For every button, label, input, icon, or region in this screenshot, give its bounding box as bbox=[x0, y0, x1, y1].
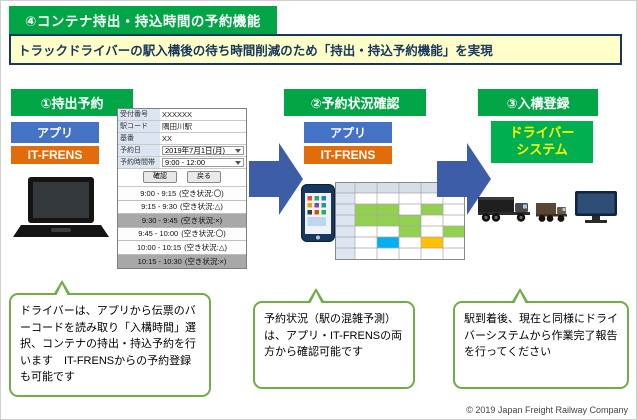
field-label: 受付番号 bbox=[118, 109, 160, 120]
note-step2: 予約状況（駅の混雑予測）は、アプリ・IT-FRENSの両方から確認可能です bbox=[253, 288, 415, 389]
slot-time: 9:30 - 9:45 bbox=[141, 215, 178, 225]
field-label: 駅コード bbox=[118, 121, 160, 132]
time-slot-row[interactable]: 9:15 - 9:30 (空き状況:△) bbox=[118, 200, 246, 214]
note-step3: 駅到着後、現在と同様にドライバーシステムから作業完了報告を行ってください bbox=[453, 288, 629, 389]
slot-time: 10:00 - 10:15 bbox=[136, 242, 182, 252]
laptop-icon bbox=[13, 177, 109, 241]
dropdown-arrow-icon bbox=[235, 160, 241, 165]
reserve-date-value: 2019年7月1日(月) bbox=[165, 145, 226, 155]
time-range-value: 9:00 - 12:00 bbox=[165, 157, 206, 167]
slot-time: 9:00 - 9:15 bbox=[140, 188, 177, 198]
time-slot-row[interactable]: 9:00 - 9:15 (空き状況:〇) bbox=[118, 187, 246, 201]
step1-app-label: アプリ bbox=[11, 122, 99, 143]
step2-itfrens-label: IT-FRENS bbox=[304, 146, 392, 164]
time-slot-row[interactable]: 9:45 - 10:00 (空き状況:〇) bbox=[118, 227, 246, 241]
monitor-icon bbox=[575, 191, 617, 225]
step1-itfrens-label: IT-FRENS bbox=[11, 146, 99, 164]
slot-status: (空き状況:×) bbox=[184, 256, 227, 266]
reservation-form-screen: 受付番号 XXXXXX 駅コード 隅田川駅 基番 XX 予約日 2019年7月1… bbox=[117, 108, 247, 269]
slot-status: (空き状況:△) bbox=[180, 202, 223, 211]
time-range-select[interactable]: 9:00 - 12:00 bbox=[162, 158, 244, 167]
step3-title: ③入構登録 bbox=[478, 89, 598, 116]
form-field-row: 受付番号 XXXXXX bbox=[118, 109, 246, 121]
arrow-step2-to-step3-icon bbox=[437, 143, 491, 215]
field-value: XXXXXX bbox=[162, 109, 193, 119]
copyright: © 2019 Japan Freight Railway Company bbox=[466, 405, 628, 415]
note-step1: ドライバーは、アプリから伝票のバーコードを読み取り「入構時間」選択、コンテナの持… bbox=[9, 280, 211, 397]
page-title: ④コンテナ持出・持込時間の予約機能 bbox=[9, 6, 277, 34]
arrow-step1-to-step2-icon bbox=[249, 143, 303, 215]
form-buttons: 確認 戻る bbox=[118, 169, 246, 187]
time-slot-row[interactable]: 10:15 - 10:30 (空き状況:×) bbox=[118, 254, 246, 268]
field-label: 予約時間帯 bbox=[118, 157, 160, 168]
dropdown-arrow-icon bbox=[235, 148, 241, 153]
confirm-button[interactable]: 確認 bbox=[143, 171, 177, 183]
time-slot-row[interactable]: 10:00 - 10:15 (空き状況:△) bbox=[118, 241, 246, 255]
slot-status: (空き状況:△) bbox=[184, 242, 228, 252]
driver-system-label: ドライバー システム bbox=[491, 121, 593, 163]
note-text: ドライバーは、アプリから伝票のバーコードを読み取り「入構時間」選択、コンテナの持… bbox=[20, 305, 196, 383]
slot-time: 10:15 - 10:30 bbox=[137, 256, 182, 266]
step1-title: ①持出予約 bbox=[11, 89, 133, 116]
small-truck-icon bbox=[536, 199, 570, 223]
step2-app-label: アプリ bbox=[304, 122, 392, 143]
field-label: 予約日 bbox=[118, 145, 160, 156]
slot-time: 9:45 - 10:00 bbox=[138, 229, 179, 238]
slot-status: (空き状況:×) bbox=[180, 215, 223, 225]
step2-title: ②予約状況確認 bbox=[284, 89, 426, 116]
field-value: XX bbox=[162, 133, 173, 143]
field-label: 基番 bbox=[118, 133, 160, 144]
form-field-row: 駅コード 隅田川駅 bbox=[118, 121, 246, 133]
back-button[interactable]: 戻る bbox=[187, 171, 221, 183]
form-field-row: 予約日 2019年7月1日(月) bbox=[118, 145, 246, 157]
container-truck-icon bbox=[478, 193, 534, 223]
time-slot-row[interactable]: 9:30 - 9:45 (空き状況:×) bbox=[118, 214, 246, 228]
smartphone-icon bbox=[301, 184, 335, 242]
note-text: 駅到着後、現在と同様にドライバーシステムから作業完了報告を行ってください bbox=[464, 313, 618, 358]
subtitle-banner: トラックドライバーの駅入構後の待ち時間削減のため「持出・持込予約機能」を実現 bbox=[9, 34, 622, 65]
note-text: 予約状況（駅の混雑予測）は、アプリ・IT-FRENSの両方から確認可能です bbox=[264, 313, 403, 358]
reserve-date-select[interactable]: 2019年7月1日(月) bbox=[162, 146, 244, 155]
slot-status: (空き状況:〇) bbox=[179, 188, 224, 198]
slot-time: 9:15 - 9:30 bbox=[141, 202, 177, 211]
form-field-row: 基番 XX bbox=[118, 133, 246, 145]
field-value: 隅田川駅 bbox=[162, 121, 192, 131]
form-field-row: 予約時間帯 9:00 - 12:00 bbox=[118, 157, 246, 169]
slot-status: (空き状況:〇) bbox=[181, 229, 226, 238]
